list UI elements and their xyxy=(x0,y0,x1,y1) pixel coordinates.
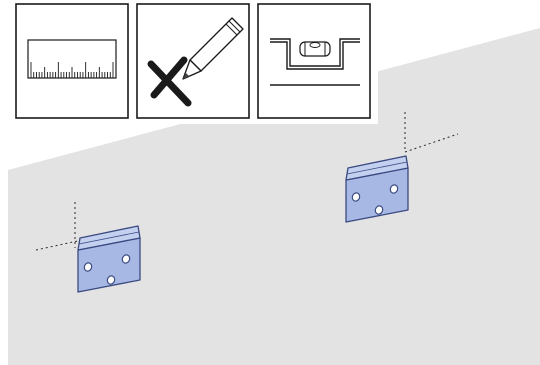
bracket-fold-line xyxy=(78,231,140,245)
ruler-icon xyxy=(27,39,117,79)
pencil-icon xyxy=(182,17,244,80)
screw-hole xyxy=(106,275,116,285)
tool-ruler xyxy=(15,3,129,119)
tool-spirit-level xyxy=(257,3,371,119)
screw-hole xyxy=(83,262,93,272)
wall-surface xyxy=(8,28,540,365)
guide-lines-right xyxy=(404,112,459,153)
screw-hole xyxy=(374,205,384,215)
bracket-right xyxy=(345,112,459,223)
marker-x-icon xyxy=(147,56,192,107)
bracket-left xyxy=(35,202,141,293)
wall-bracket-icon xyxy=(77,225,141,293)
tool-pencil-mark xyxy=(136,3,250,119)
bracket-fold-line xyxy=(346,161,408,175)
screw-hole xyxy=(351,192,361,202)
wall-bracket-icon xyxy=(345,155,409,223)
screw-hole xyxy=(389,184,399,194)
spirit-level-icon xyxy=(270,38,360,86)
screw-hole xyxy=(121,254,131,264)
